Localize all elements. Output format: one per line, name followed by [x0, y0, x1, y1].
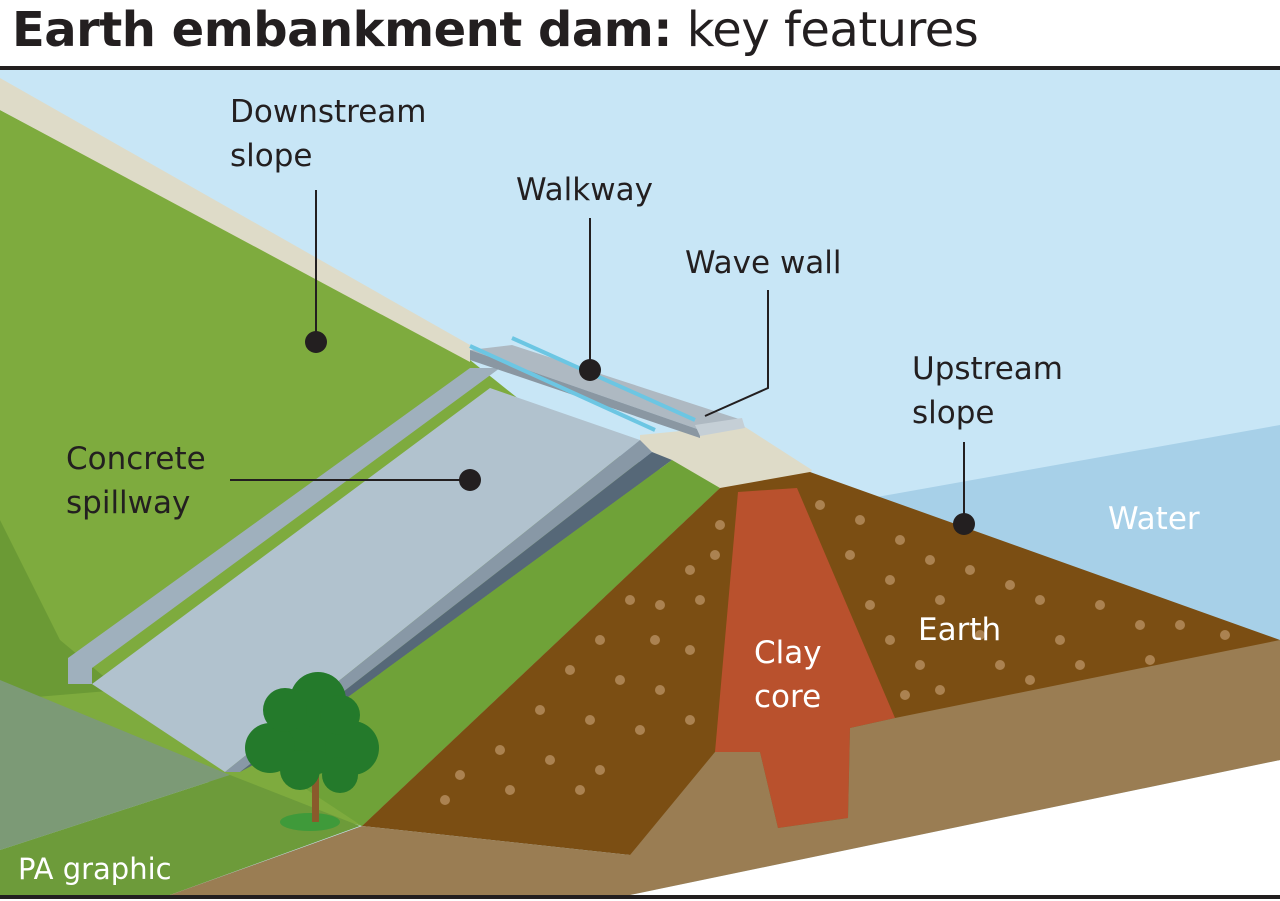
label-clay-core: Clay core — [754, 631, 822, 719]
crest-road — [640, 425, 812, 490]
page-title: Earth embankment dam: key features — [12, 2, 979, 58]
title-bold: Earth embankment dam: — [12, 2, 672, 58]
label-upstream-slope: Upstream slope — [912, 347, 1063, 435]
tree-trunk — [312, 760, 319, 822]
left-ground-grass — [0, 775, 360, 895]
label-earth: Earth — [918, 612, 1002, 648]
dot-walkway — [579, 359, 601, 381]
bottom-rule — [0, 895, 1280, 899]
foreground-hill — [0, 520, 120, 700]
label-concrete-spillway: Concrete spillway — [66, 437, 206, 525]
left-ground — [0, 680, 230, 850]
dot-upstream-slope — [953, 513, 975, 535]
label-concrete-spillway-line2: spillway — [66, 485, 191, 521]
label-upstream-slope-line2: slope — [912, 395, 995, 431]
label-dots — [305, 331, 975, 535]
title-rest: key features — [671, 2, 979, 58]
walkway-rail-back — [511, 336, 696, 422]
label-clay-core-line1: Clay — [754, 635, 822, 671]
walkway-rail-front — [469, 344, 656, 432]
clay-core-shape — [715, 488, 895, 828]
dot-concrete-spillway — [459, 469, 481, 491]
ground-stratum — [170, 640, 1280, 895]
tree-shadow — [280, 813, 340, 831]
dam-diagram — [0, 70, 1280, 895]
spillway-floor — [92, 388, 640, 772]
spillway-shadow — [240, 452, 672, 772]
credit: PA graphic — [18, 852, 172, 886]
crest-band — [0, 78, 470, 362]
leader-wave-wall — [704, 290, 769, 417]
dot-downstream-slope — [305, 331, 327, 353]
title-rule — [0, 66, 1280, 70]
earth-texture — [440, 500, 1230, 805]
leader-lines — [230, 190, 965, 524]
label-upstream-slope-line1: Upstream — [912, 351, 1064, 387]
label-water: Water — [1108, 501, 1200, 537]
label-concrete-spillway-line1: Concrete — [66, 441, 206, 477]
wave-wall-shape — [695, 418, 745, 436]
label-downstream-slope: Downstream slope — [230, 90, 426, 178]
label-walkway: Walkway — [516, 172, 653, 208]
grass-strip — [262, 460, 720, 826]
label-downstream-slope-line2: slope — [230, 138, 313, 174]
label-downstream-slope-line1: Downstream — [230, 94, 427, 130]
label-wave-wall: Wave wall — [685, 245, 842, 281]
spillway-left-wall — [68, 368, 500, 684]
label-clay-core-line2: core — [754, 679, 822, 715]
reservoir-water — [860, 425, 1280, 640]
tree-canopy — [245, 672, 379, 793]
